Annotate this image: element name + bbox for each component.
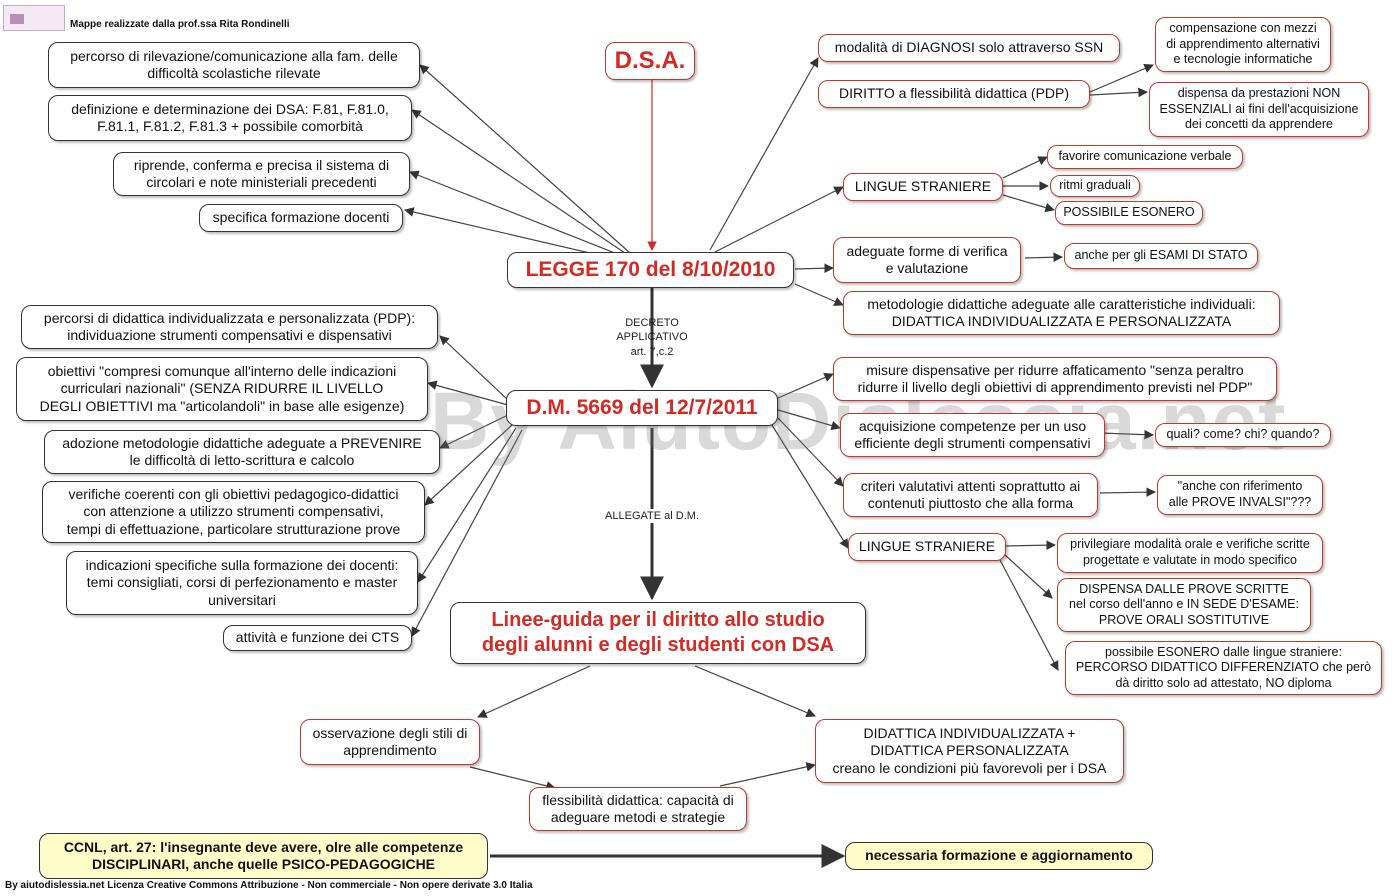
lingue-straniere-dm-node: LINGUE STRANIERE xyxy=(848,533,1006,561)
acquisizione-competenze-node: acquisizione competenze per un uso effic… xyxy=(840,413,1105,457)
adeguate-verifica-node: adeguate forme di verifica e valutazione xyxy=(833,237,1021,283)
percorso-rilevazione-node: percorso di rilevazione/comunicazione al… xyxy=(48,42,420,88)
prove-invalsi-node: "anche con riferimento alle PROVE INVALS… xyxy=(1157,475,1323,515)
ritmi-graduali-node: ritmi graduali xyxy=(1050,175,1140,197)
diritto-flessibilita-node: DIRITTO a flessibilità didattica (PDP) xyxy=(818,80,1090,108)
specifica-formazione-node: specifica formazione docenti xyxy=(199,204,403,232)
decreto-applicativo-label: DECRETO APPLICATIVO art. 7,c.2 xyxy=(616,317,688,358)
favorire-comunicazione-node: favorire comunicazione verbale xyxy=(1047,145,1243,169)
allegate-label: ALLEGATE al D.M. xyxy=(590,509,714,524)
dm-5669-node: D.M. 5669 del 12/7/2011 xyxy=(506,390,778,426)
dispensa-prestazioni-node: dispensa da prestazioni NON ESSENZIALI a… xyxy=(1149,82,1369,137)
esami-di-stato-node: anche per gli ESAMI DI STATO xyxy=(1064,243,1258,269)
osservazione-stili-node: osservazione degli stili di apprendiment… xyxy=(300,719,480,765)
flessibilita-didattica-node: flessibilità didattica: capacità di adeg… xyxy=(529,787,747,831)
page-header: Mappe realizzate dalla prof.ssa Rita Ron… xyxy=(70,19,290,30)
privilegiare-orale-node: privilegiare modalità orale e verifiche … xyxy=(1057,533,1323,573)
site-logo xyxy=(3,5,65,31)
verifiche-coerenti-node: verifiche coerenti con gli obiettivi ped… xyxy=(42,481,425,543)
dsa-title: D.S.A. xyxy=(605,42,695,80)
percorsi-pdp-node: percorsi di didattica individualizzata e… xyxy=(21,305,438,349)
attivita-cts-node: attività e funzione dei CTS xyxy=(223,625,412,651)
compensazione-mezzi-node: compensazione con mezzi di apprendimento… xyxy=(1155,17,1331,72)
indicazioni-formazione-node: indicazioni specifiche sulla formazione … xyxy=(66,551,418,615)
linee-guida-node: Linee-guida per il diritto allo studio d… xyxy=(450,602,866,664)
formazione-aggiornamento-node: necessaria formazione e aggiornamento xyxy=(845,842,1153,870)
diagnosi-ssn-node: modalità di DIAGNOSI solo attraverso SSN xyxy=(818,34,1120,62)
possibile-esonero-node: POSSIBILE ESONERO xyxy=(1055,201,1203,225)
criteri-valutativi-node: criteri valutativi attenti soprattutto a… xyxy=(843,473,1098,517)
adozione-metodologie-node: adozione metodologie didattiche adeguate… xyxy=(44,430,440,474)
misure-dispensative-node: misure dispensative per ridurre affatica… xyxy=(833,357,1277,401)
riprende-circolari-node: riprende, conferma e precisa il sistema … xyxy=(113,152,410,196)
obiettivi-indicazioni-node: obiettivi "compresi comunque all'interno… xyxy=(16,357,428,421)
legge-170-node: LEGGE 170 del 8/10/2010 xyxy=(507,252,794,288)
didattica-individualizzata-node: DIDATTICA INDIVIDUALIZZATA + DIDATTICA P… xyxy=(815,719,1124,783)
possibile-esonero-lingue-node: possibile ESONERO dalle lingue straniere… xyxy=(1065,641,1382,695)
ccnl-node: CCNL, art. 27: l'insegnante deve avere, … xyxy=(39,833,488,879)
dispensa-prove-scritte-node: DISPENSA DALLE PROVE SCRITTE nel corso d… xyxy=(1057,578,1311,632)
page-footer: By aiutodislessia.net Licenza Creative C… xyxy=(5,880,533,891)
quali-come-node: quali? come? chi? quando? xyxy=(1155,423,1331,447)
metodologie-didattiche-node: metodologie didattiche adeguate alle car… xyxy=(843,291,1280,335)
lingue-straniere-legge-node: LINGUE STRANIERE xyxy=(843,173,1003,201)
definizione-dsa-node: definizione e determinazione dei DSA: F.… xyxy=(48,95,412,141)
